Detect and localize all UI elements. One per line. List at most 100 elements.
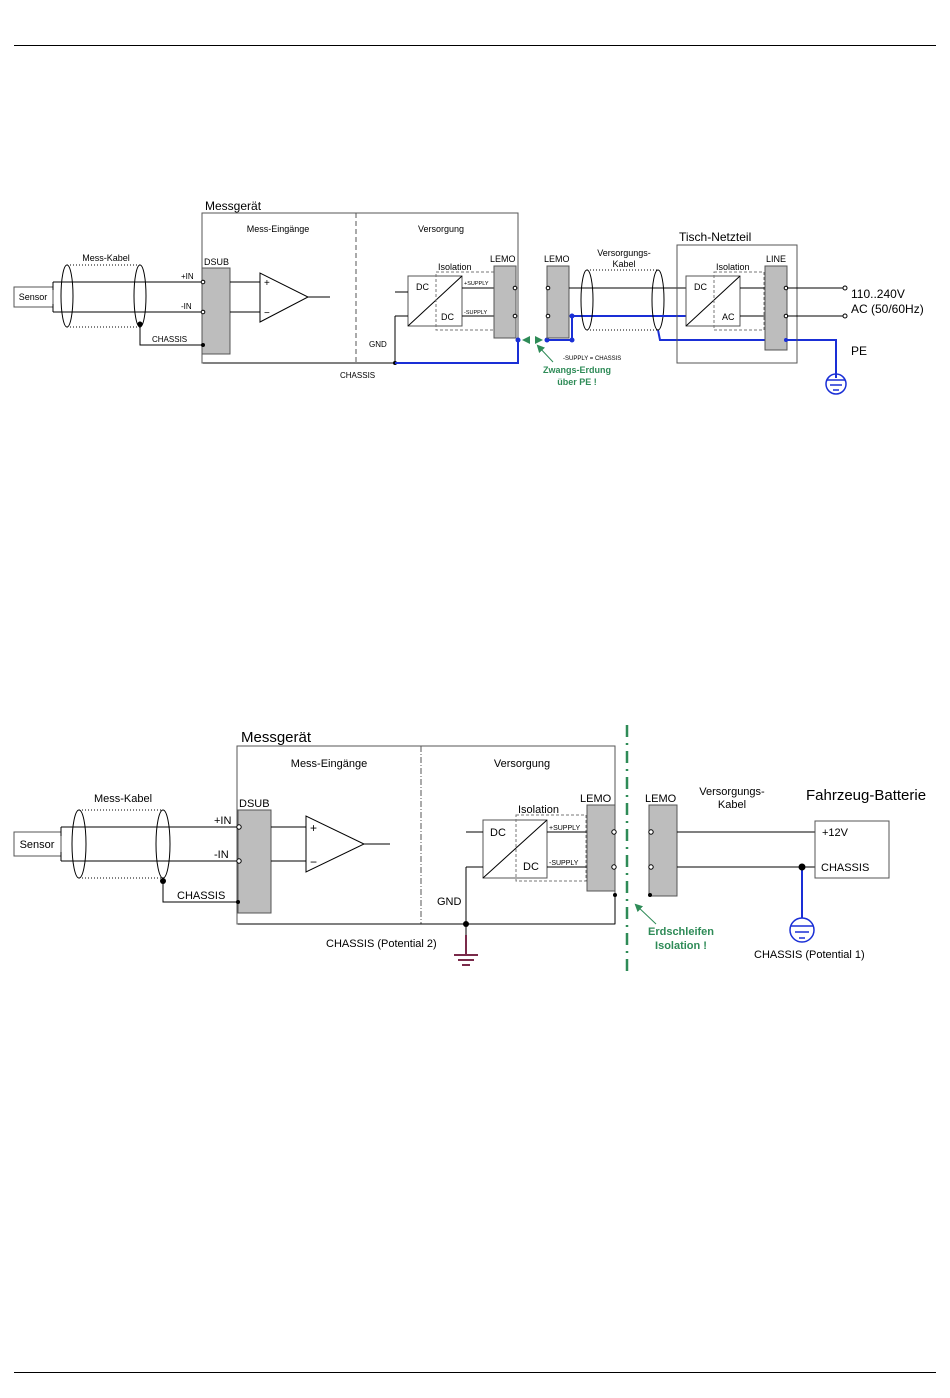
- ground-loop-pointer: [634, 903, 657, 925]
- dsub-chassis-junction: [236, 900, 240, 904]
- wire-shield-chassis: [139, 324, 202, 346]
- dsub-chassis-junction: [201, 343, 205, 347]
- mains-terminal-top: [842, 285, 848, 291]
- inputs-section-label: Mess-Eingänge: [291, 758, 367, 770]
- green-arrows-icon: [522, 336, 543, 344]
- dsub-pin-plus: [200, 279, 206, 285]
- lemo-cable-pin-minus: [648, 864, 654, 870]
- opamp-plus: +: [264, 278, 270, 289]
- header-rule: [14, 45, 936, 46]
- psu-title: Tisch-Netzteil: [679, 230, 751, 244]
- dsub-label: DSUB: [204, 257, 229, 267]
- lemo-pin-plus: [611, 829, 617, 835]
- cable-shield-ring-right: [155, 809, 171, 879]
- wire-shield-chassis: [162, 881, 238, 903]
- sensor-label: Sensor: [19, 292, 48, 302]
- dc-bottom-label: DC: [523, 861, 539, 873]
- plus-in-label: +IN: [214, 815, 231, 827]
- earth-ground-icon: [789, 917, 815, 943]
- gnd-junction: [463, 921, 469, 927]
- lemo-cable-connector: [546, 265, 570, 339]
- device-box: [236, 745, 616, 925]
- plus-in-label: +IN: [181, 272, 194, 281]
- dsub-label: DSUB: [239, 798, 270, 810]
- line-label: LINE: [766, 254, 786, 264]
- minus-in-label: -IN: [181, 302, 192, 311]
- supply-cable-label-1: Versorgungs-: [699, 786, 765, 798]
- psu-box: [676, 244, 798, 364]
- battery-chassis-label: CHASSIS: [821, 862, 869, 874]
- cable-shield-ring-right: [133, 264, 147, 328]
- dcdc-diagonal: [482, 819, 548, 879]
- dsub-pin-plus: [236, 824, 242, 830]
- ground-icon-potential2: [454, 935, 478, 966]
- dc-top-label: DC: [416, 282, 429, 292]
- mains-terminal-bottom: [842, 313, 848, 319]
- psu-isolation-region: [713, 271, 765, 331]
- lemo-device-connector: [493, 265, 517, 339]
- mains-label-1: 110..240V: [851, 287, 905, 301]
- opamp: [259, 272, 310, 323]
- mains-label-2: AC (50/60Hz): [851, 302, 924, 316]
- supply-section-label: Versorgung: [418, 224, 464, 234]
- psu-dc-label: DC: [694, 282, 707, 292]
- psu-ac-label: AC: [722, 312, 735, 322]
- device-title: Messgerät: [241, 729, 312, 746]
- cable-shield-ring-left: [71, 809, 87, 879]
- dc-top-label: DC: [490, 827, 506, 839]
- gnd-label: GND: [369, 340, 387, 349]
- forced-ground-label-1: Zwangs-Erdung: [543, 365, 611, 375]
- lemo-pin-plus: [512, 285, 518, 291]
- gnd-label: GND: [437, 896, 462, 908]
- lemo-device-label: LEMO: [580, 793, 612, 805]
- lemo-pin-minus: [512, 313, 518, 319]
- pe-label: PE: [851, 344, 867, 358]
- diagram-1: Messgerät Mess-Eingänge Versorgung Senso…: [13, 199, 924, 395]
- plus-supply-label: +SUPPLY: [549, 825, 581, 832]
- opamp-plus: +: [310, 821, 317, 835]
- chassis-left-label: CHASSIS: [152, 335, 187, 344]
- sensor-box: [13, 831, 62, 857]
- cable-ground-junction-1: [544, 337, 550, 343]
- supply-cable-label-1: Versorgungs-: [597, 248, 651, 258]
- minus-in-label: -IN: [214, 849, 229, 861]
- lemo-pin-minus: [611, 864, 617, 870]
- cable-ground-junction-3: [569, 313, 575, 319]
- ground-path-pe: [657, 329, 837, 378]
- lemo-chassis-junction: [613, 893, 617, 897]
- lemo-cable-chassis-junction: [648, 893, 652, 897]
- supply-cable-label-2: Kabel: [718, 799, 746, 811]
- chassis-bottom-label: CHASSIS: [340, 371, 375, 380]
- footer-rule: [14, 1372, 936, 1373]
- lemo-device-label: LEMO: [490, 254, 516, 264]
- sensor-box: [13, 286, 54, 308]
- sensor-label: Sensor: [20, 839, 55, 851]
- lemo-device-connector: [586, 804, 616, 892]
- cable-label: Mess-Kabel: [82, 253, 130, 263]
- opamp: [305, 815, 366, 873]
- isolation-label: Isolation: [438, 262, 472, 272]
- dsub-pin-minus: [236, 858, 242, 864]
- junction-shield: [137, 321, 143, 327]
- chassis-potential1-label: CHASSIS (Potential 1): [754, 949, 865, 961]
- supply-cable-ring-right: [651, 269, 665, 331]
- chassis-potential2-label: CHASSIS (Potential 2): [326, 938, 437, 950]
- supply-cable-label-2: Kabel: [612, 259, 635, 269]
- cable-label: Mess-Kabel: [94, 793, 152, 805]
- diagram-2: Messgerät Mess-Eingänge Versorgung Senso…: [13, 725, 926, 975]
- lemo-cable-pin-plus: [648, 829, 654, 835]
- ground-path-device: [395, 340, 519, 364]
- lemo-cable-connector: [648, 804, 678, 897]
- isolation-label: Isolation: [518, 804, 559, 816]
- cable-shield-ring-left: [60, 264, 74, 328]
- lemo-ground-junction: [515, 337, 521, 343]
- dc-bottom-label: DC: [441, 312, 454, 322]
- junction-shield: [160, 878, 166, 884]
- psu-isolation-label: Isolation: [716, 262, 750, 272]
- lemo-cable-label: LEMO: [645, 793, 677, 805]
- minus-supply-label: -SUPPLY: [464, 310, 487, 316]
- lemo-cable-pin-plus: [545, 285, 551, 291]
- ground-loop-label-2: Isolation !: [655, 940, 707, 952]
- isolation-region: [515, 814, 587, 882]
